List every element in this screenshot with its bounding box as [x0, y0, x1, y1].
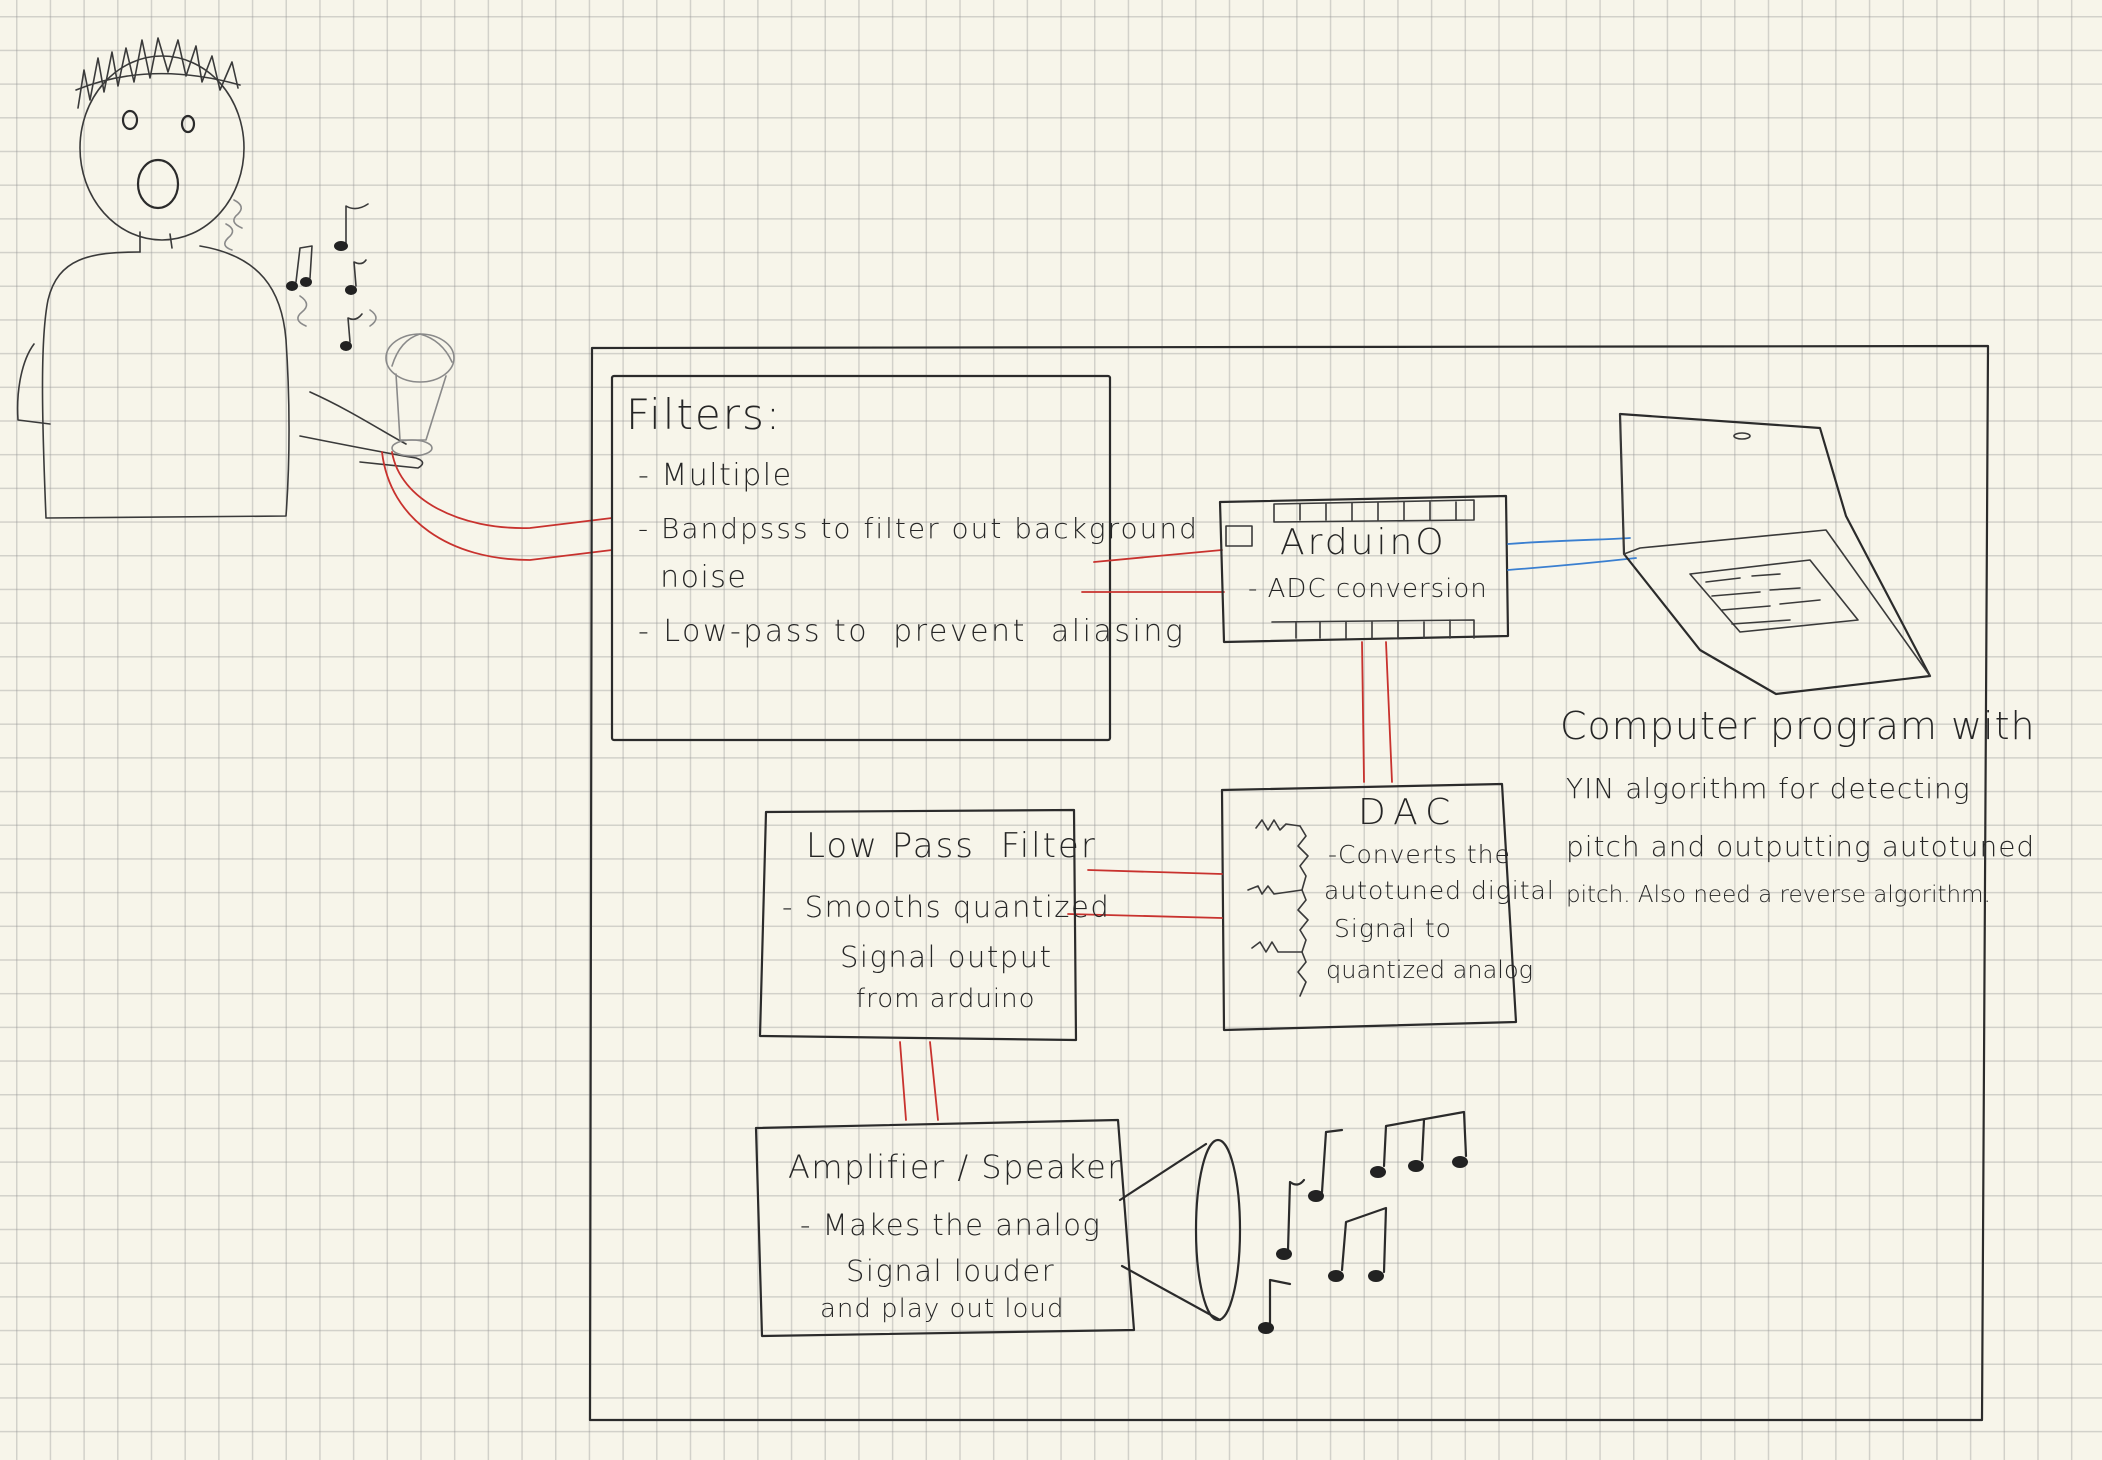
filters-line-1: - Multiple	[638, 458, 793, 493]
dac-line-4: quantized analog	[1326, 956, 1534, 984]
computer-line-4: pitch. Also need a reverse algorithm.	[1566, 882, 1991, 908]
computer-line-2: YIN algorithm for detecting	[1566, 772, 1971, 805]
singer-hair-line	[75, 72, 241, 91]
dac-title: DAC	[1358, 792, 1459, 833]
output-music-notes	[1258, 1110, 1468, 1334]
dac-line-2: autotuned digital	[1324, 876, 1555, 905]
lowpass-box	[758, 808, 1078, 1042]
filters-box	[610, 374, 1112, 742]
dac-line-1: -Converts the	[1328, 840, 1511, 869]
lowpass-title: Low Pass Filter	[806, 826, 1097, 866]
arduino-dac-wire-2	[1385, 641, 1393, 783]
amplifier-line-2: Signal louder	[846, 1254, 1056, 1288]
singer-eye-left	[121, 109, 139, 131]
dac-resistor-ladder	[1247, 819, 1309, 997]
singer-voice-wave	[224, 199, 243, 251]
lowpass-amp-wire-2	[929, 1041, 939, 1121]
mic-cable-1	[391, 451, 613, 529]
singer-hair	[77, 37, 239, 109]
amplifier-line-3: and play out loud	[820, 1294, 1065, 1324]
computer-line-1: Computer program with	[1560, 704, 2036, 748]
filters-arduino-wire-1	[1093, 549, 1223, 563]
singer-eye-right	[180, 114, 196, 134]
dac-box	[1220, 782, 1518, 1032]
mic-cable-2	[381, 451, 613, 561]
speaker-icon	[1118, 1138, 1242, 1322]
usb-wire-2	[1507, 557, 1637, 571]
lowpass-amp-wire-1	[899, 1041, 907, 1121]
filters-line-2: - Bandpsss to filter out background	[638, 512, 1199, 545]
amplifier-title: Amplifier / Speaker	[788, 1148, 1122, 1186]
singer-arm-left	[16, 343, 51, 425]
singer-mouth	[136, 158, 180, 210]
arduino-dac-wire-1	[1361, 641, 1365, 783]
dac-lowpass-wire-1	[1087, 869, 1223, 875]
microphone-icon	[385, 333, 455, 457]
singer-music-notes	[286, 203, 377, 351]
amplifier-box	[754, 1118, 1136, 1338]
filters-line-3: noise	[638, 560, 748, 595]
singer-figure	[16, 37, 424, 519]
singer-neck	[139, 231, 173, 253]
lowpass-line-3: from arduino	[856, 984, 1036, 1014]
arduino-line: - ADC conversion	[1248, 574, 1488, 604]
dac-lowpass-wire-2	[1067, 913, 1223, 919]
filters-title: Filters:	[626, 390, 783, 439]
amplifier-line-1: - Makes the analog	[800, 1208, 1102, 1242]
computer-line-3: pitch and outputting autotuned	[1566, 830, 2036, 863]
filters-line-4: - Low-pass to prevent aliasing	[638, 614, 1186, 649]
arduino-title: ArduinO	[1280, 522, 1447, 563]
laptop-icon	[1618, 412, 1932, 696]
singer-arm-right	[299, 391, 424, 469]
lowpass-line-1: - Smooths quantized	[782, 890, 1111, 924]
usb-wire-1	[1507, 537, 1631, 545]
arduino-board	[1218, 494, 1510, 644]
system-enclosure	[588, 344, 1990, 1422]
singer-head	[79, 55, 245, 241]
singer-body	[41, 245, 290, 519]
dac-line-3: Signal to	[1334, 914, 1452, 943]
lowpass-line-2: Signal output	[840, 940, 1053, 974]
